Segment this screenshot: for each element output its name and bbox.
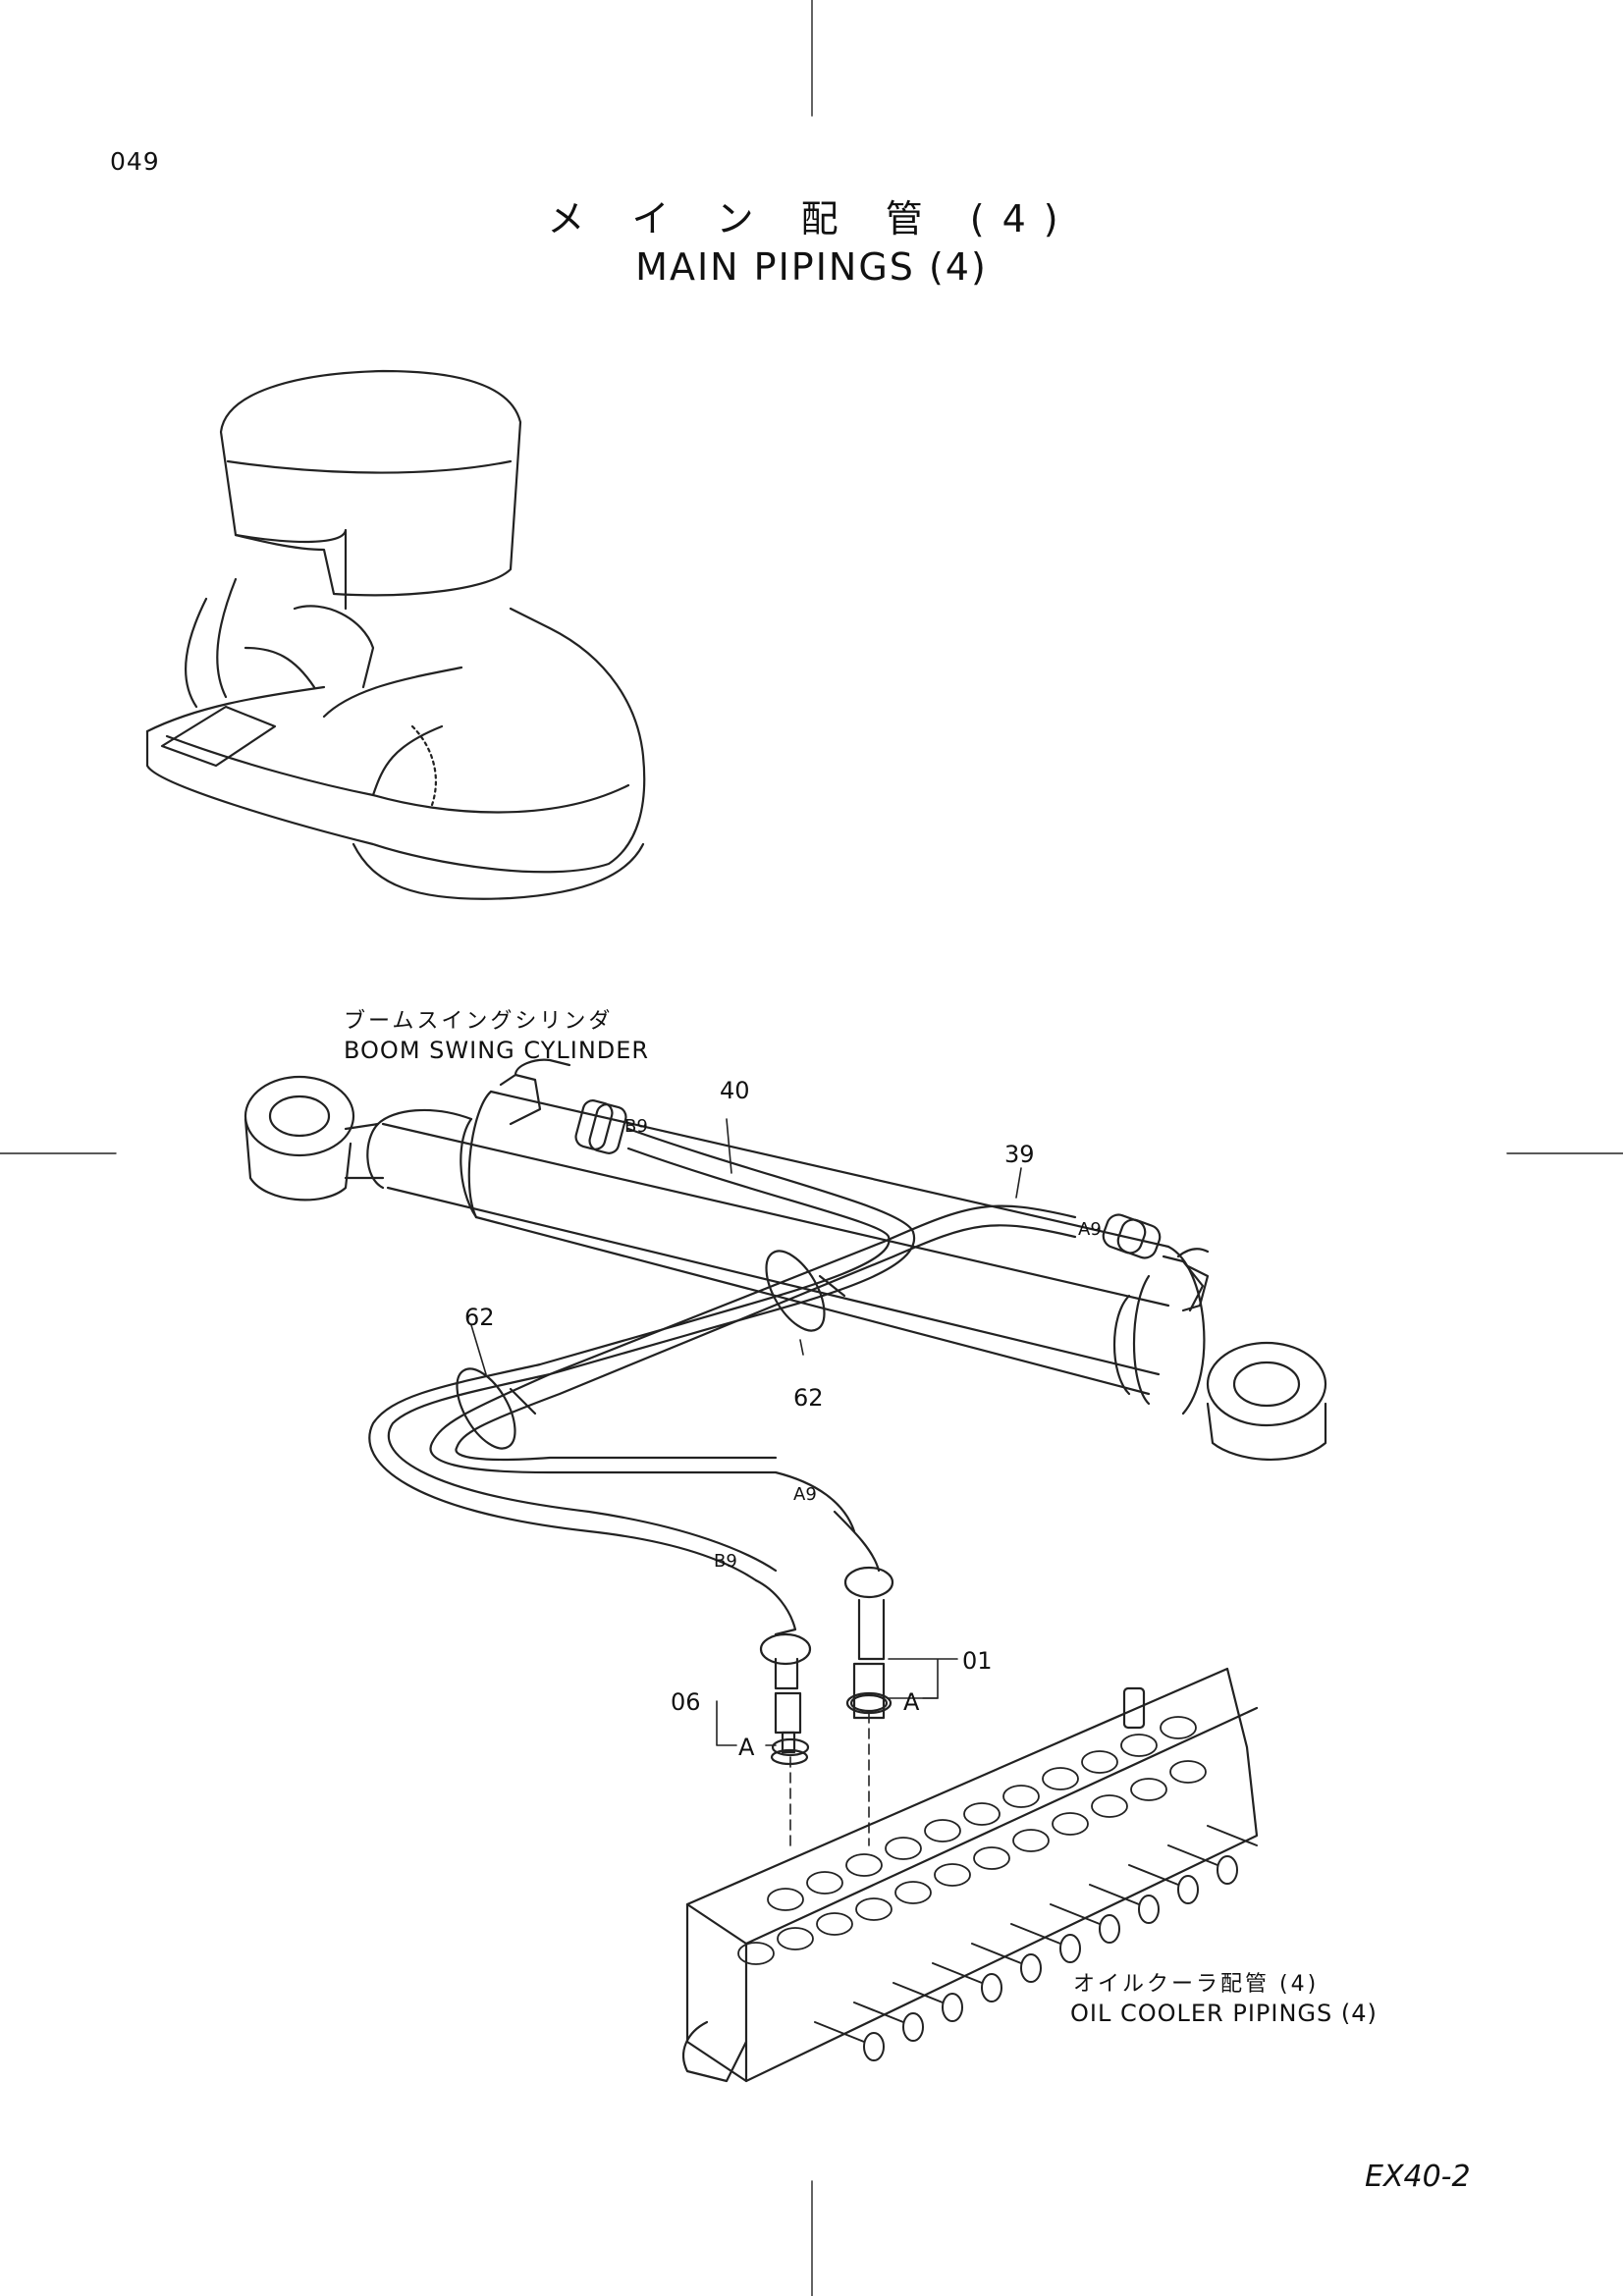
clamp-62-right bbox=[765, 1250, 846, 1332]
fitting-code-a-left: A bbox=[738, 1734, 755, 1761]
boom-swing-cylinder bbox=[243, 1058, 1327, 1461]
boom-swing-cylinder-label-japanese: ブームスイングシリンダ bbox=[344, 1009, 614, 1034]
part-ref-01: 01 bbox=[962, 1647, 993, 1675]
page-title-japanese: メ イ ン 配 管 (4) bbox=[547, 197, 1076, 240]
fitting-code-b9-top: B9 bbox=[624, 1116, 648, 1137]
part-ref-06: 06 bbox=[671, 1688, 701, 1716]
page-number: 049 bbox=[110, 147, 160, 176]
fitting-code-b9-lower: B9 bbox=[714, 1551, 737, 1572]
model-number: EX40-2 bbox=[1365, 2160, 1471, 2194]
control-valve-illustration bbox=[682, 1667, 1259, 2083]
callout-lines bbox=[470, 1118, 1022, 1846]
hose-40 bbox=[368, 1099, 916, 1690]
fitting-06 bbox=[770, 1691, 809, 1766]
oil-cooler-pipings-label-japanese: オイルクーラ配管 (4) bbox=[1073, 1972, 1320, 1997]
clamp-62-left bbox=[456, 1367, 537, 1450]
fitting-code-a9-lower: A9 bbox=[793, 1484, 817, 1505]
part-ref-62-right: 62 bbox=[793, 1384, 824, 1412]
hose-39 bbox=[429, 1204, 1205, 1661]
boom-swing-cylinder-label-english: BOOM SWING CYLINDER bbox=[344, 1037, 650, 1064]
machine-overview-illustration bbox=[145, 369, 646, 900]
fitting-code-a9-top: A9 bbox=[1078, 1219, 1102, 1240]
part-ref-40: 40 bbox=[720, 1077, 750, 1104]
oil-cooler-pipings-label-english: OIL COOLER PIPINGS (4) bbox=[1070, 2000, 1378, 2027]
part-ref-39: 39 bbox=[1004, 1141, 1035, 1168]
fitting-01 bbox=[845, 1662, 893, 1720]
o-rings bbox=[771, 1693, 889, 1757]
fitting-code-a-right: A bbox=[903, 1688, 920, 1716]
part-ref-62-left: 62 bbox=[464, 1304, 495, 1331]
page-title-english: MAIN PIPINGS (4) bbox=[635, 245, 988, 289]
